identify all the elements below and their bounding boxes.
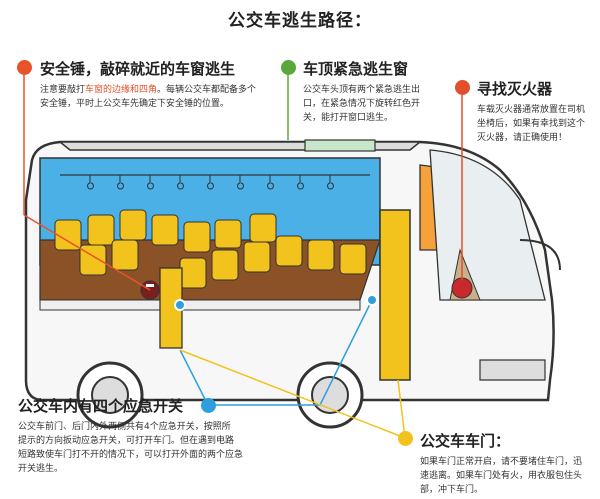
extinguisher-line: 坐椅后，如果有幸找到这个	[477, 119, 586, 129]
hammer-text-post: 。每辆公交车都配备多个	[157, 85, 257, 95]
roof-heading: 车顶紧急逃生窗	[303, 60, 409, 78]
hammer-body: 注意要敲打车窗的边缘和四角。每辆公交车都配备多个 安全锤，平时上公交车先确定下安…	[40, 83, 280, 111]
door-line: 部，冲下车门。	[420, 485, 484, 495]
roof-marker-icon	[281, 60, 296, 75]
fire-extinguisher-icon	[451, 277, 473, 299]
page-title: 公交车逃生路径：	[228, 11, 372, 31]
switch-marker-icon	[201, 398, 216, 413]
switch-line: 提示的方向扳动应急开关，可打开车门。但在遇到电路	[18, 436, 235, 446]
extinguisher-line: 车载灭火器通常放置在司机	[477, 105, 586, 115]
door-marker-icon	[398, 431, 413, 446]
roof-line: 公交车头顶有两个紧急逃生出	[303, 85, 421, 95]
roof-line: 关，能打开窗口逃生。	[303, 113, 394, 123]
front-door	[379, 209, 411, 381]
switch-line: 开关逃生。	[18, 464, 64, 474]
seats	[54, 209, 367, 289]
switch-heading: 公交车内有四个应急开关	[18, 397, 184, 415]
hammer-marker-icon	[17, 60, 32, 75]
switch-callout: 公交车内有四个应急开关 公交车前门、后门内外两侧共有4个应急开关，按照所 提示的…	[18, 395, 273, 476]
hammer-text-pre: 注意要敲打	[40, 85, 86, 95]
roof-callout: 车顶紧急逃生窗 公交车头顶有两个紧急逃生出 口，在紧急情况下旋转红色开 关，能打…	[303, 58, 448, 125]
door-line: 如果车门正常开启，请不要堵住车门，迅	[420, 457, 583, 467]
extinguisher-callout: 寻找灭火器 车载灭火器通常放置在司机 坐椅后，如果有幸找到这个 灭火器，请正确使…	[477, 78, 597, 145]
door-heading: 公交车车门：	[420, 432, 511, 450]
extinguisher-heading: 寻找灭火器	[477, 80, 553, 98]
switch-line: 短路致使车门打不开的情况下，可以打开外面的两个应急	[18, 450, 244, 460]
wheels	[76, 361, 364, 429]
hammer-heading: 安全锤，敲碎就近的车窗逃生	[40, 60, 236, 78]
hammer-callout: 安全锤，敲碎就近的车窗逃生 注意要敲打车窗的边缘和四角。每辆公交车都配备多个 安…	[40, 58, 280, 111]
extinguisher-line: 灭火器，请正确使用！	[477, 133, 568, 143]
extinguisher-marker-icon	[455, 80, 470, 95]
door-line: 速逃离。如果车门处有火，用衣服包住头	[420, 471, 583, 481]
roof-hatch	[304, 139, 376, 152]
door-callout: 公交车车门： 如果车门正常开启，请不要堵住车门，迅 速逃离。如果车门处有火，用衣…	[420, 430, 598, 497]
hammer-text-highlight: 车窗的边缘和四角	[85, 85, 158, 95]
hammer-text-line2: 安全锤，平时上公交车先确定下安全锤的位置。	[40, 99, 230, 109]
switch-line: 公交车前门、后门内外两侧共有4个应急开关，按照所	[18, 422, 231, 432]
roof-line: 口，在紧急情况下旋转红色开	[303, 99, 421, 109]
